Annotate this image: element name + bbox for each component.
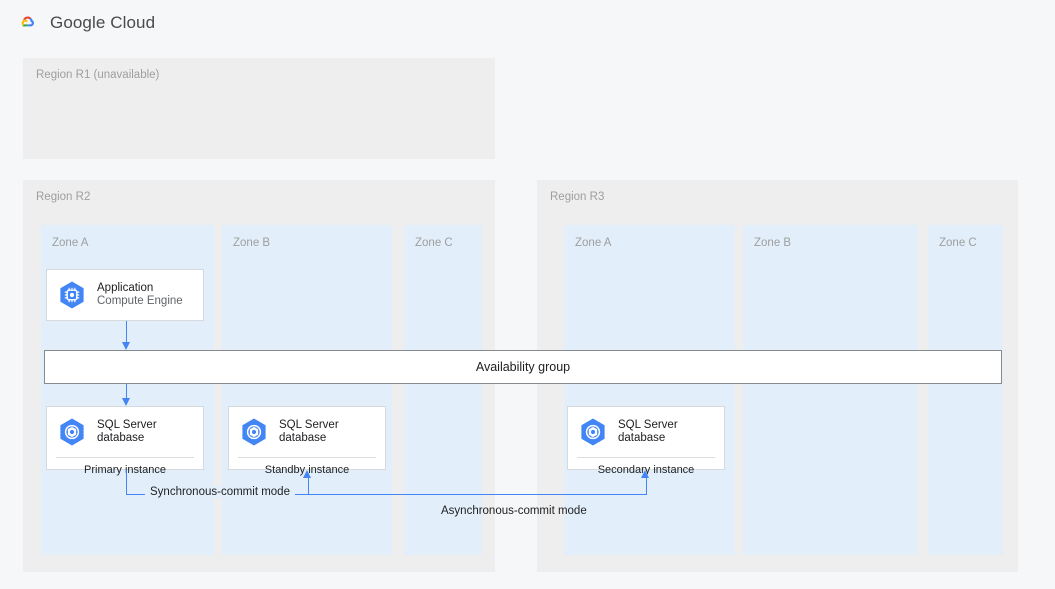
primary-database-title: SQL Server database — [97, 418, 157, 445]
connector-app-to-ag-arrow — [121, 342, 130, 350]
connector-ag-to-primary-arrow — [121, 398, 130, 406]
region-r3-zone-c: Zone C — [928, 225, 1003, 555]
standby-database-card[interactable]: SQL Server database Standby instance — [228, 406, 386, 476]
region-r2-zone-c: Zone C — [404, 225, 482, 555]
region-r3-label: Region R3 — [550, 191, 605, 203]
connector-sync-arrow — [303, 470, 312, 478]
card-divider — [56, 457, 194, 458]
connector-ag-to-primary-line — [126, 384, 128, 404]
primary-database-card[interactable]: SQL Server database Primary instance — [46, 406, 204, 476]
connector-async-arrow — [641, 470, 650, 478]
card-divider — [577, 457, 715, 458]
card-divider — [238, 457, 376, 458]
zone-label: Zone B — [233, 237, 271, 249]
zone-label: Zone A — [52, 237, 89, 249]
secondary-database-title: SQL Server database — [618, 418, 678, 445]
google-cloud-logo-icon — [21, 16, 34, 27]
standby-database-title: SQL Server database — [279, 418, 339, 445]
sync-commit-mode-label: Synchronous-commit mode — [145, 486, 295, 498]
region-r3-zone-b: Zone B — [743, 225, 918, 555]
primary-database-role: Primary instance — [84, 464, 166, 476]
zone-label: Zone B — [754, 237, 792, 249]
sql-server-database-icon — [242, 418, 266, 446]
region-r2-zone-b: Zone B — [222, 225, 392, 555]
connector-app-to-ag-line — [126, 321, 128, 346]
application-card-subtitle: Compute Engine — [97, 295, 183, 307]
region-r1-label: Region R1 (unavailable) — [36, 69, 160, 81]
product-name: Google Cloud — [50, 13, 156, 32]
zone-label: Zone C — [415, 237, 453, 249]
secondary-database-card[interactable]: SQL Server database Secondary instance — [567, 406, 725, 476]
async-commit-mode-label: Asynchronous-commit mode — [441, 505, 587, 517]
region-r3-zone-a: Zone A — [564, 225, 735, 555]
sql-server-database-icon — [60, 418, 84, 446]
compute-engine-icon — [60, 281, 84, 309]
connector-sync-rise — [307, 478, 309, 494]
region-r1: Region R1 (unavailable) — [23, 58, 495, 159]
connector-primary-drop — [126, 470, 128, 495]
sql-server-database-icon — [581, 418, 605, 446]
application-card-title: Application — [97, 281, 154, 294]
availability-group-label: Availability group — [475, 360, 571, 374]
zone-label: Zone A — [575, 237, 612, 249]
page-header: Google Cloud — [0, 0, 1055, 46]
availability-group-bar: Availability group — [44, 350, 1002, 384]
application-card[interactable]: Application Compute Engine — [46, 269, 204, 321]
connector-async-rise — [645, 478, 647, 494]
region-r2-label: Region R2 — [36, 191, 91, 203]
zone-label: Zone C — [939, 237, 977, 249]
connector-async-horizontal — [307, 493, 647, 495]
google-cloud-logo: Google Cloud — [14, 10, 155, 36]
